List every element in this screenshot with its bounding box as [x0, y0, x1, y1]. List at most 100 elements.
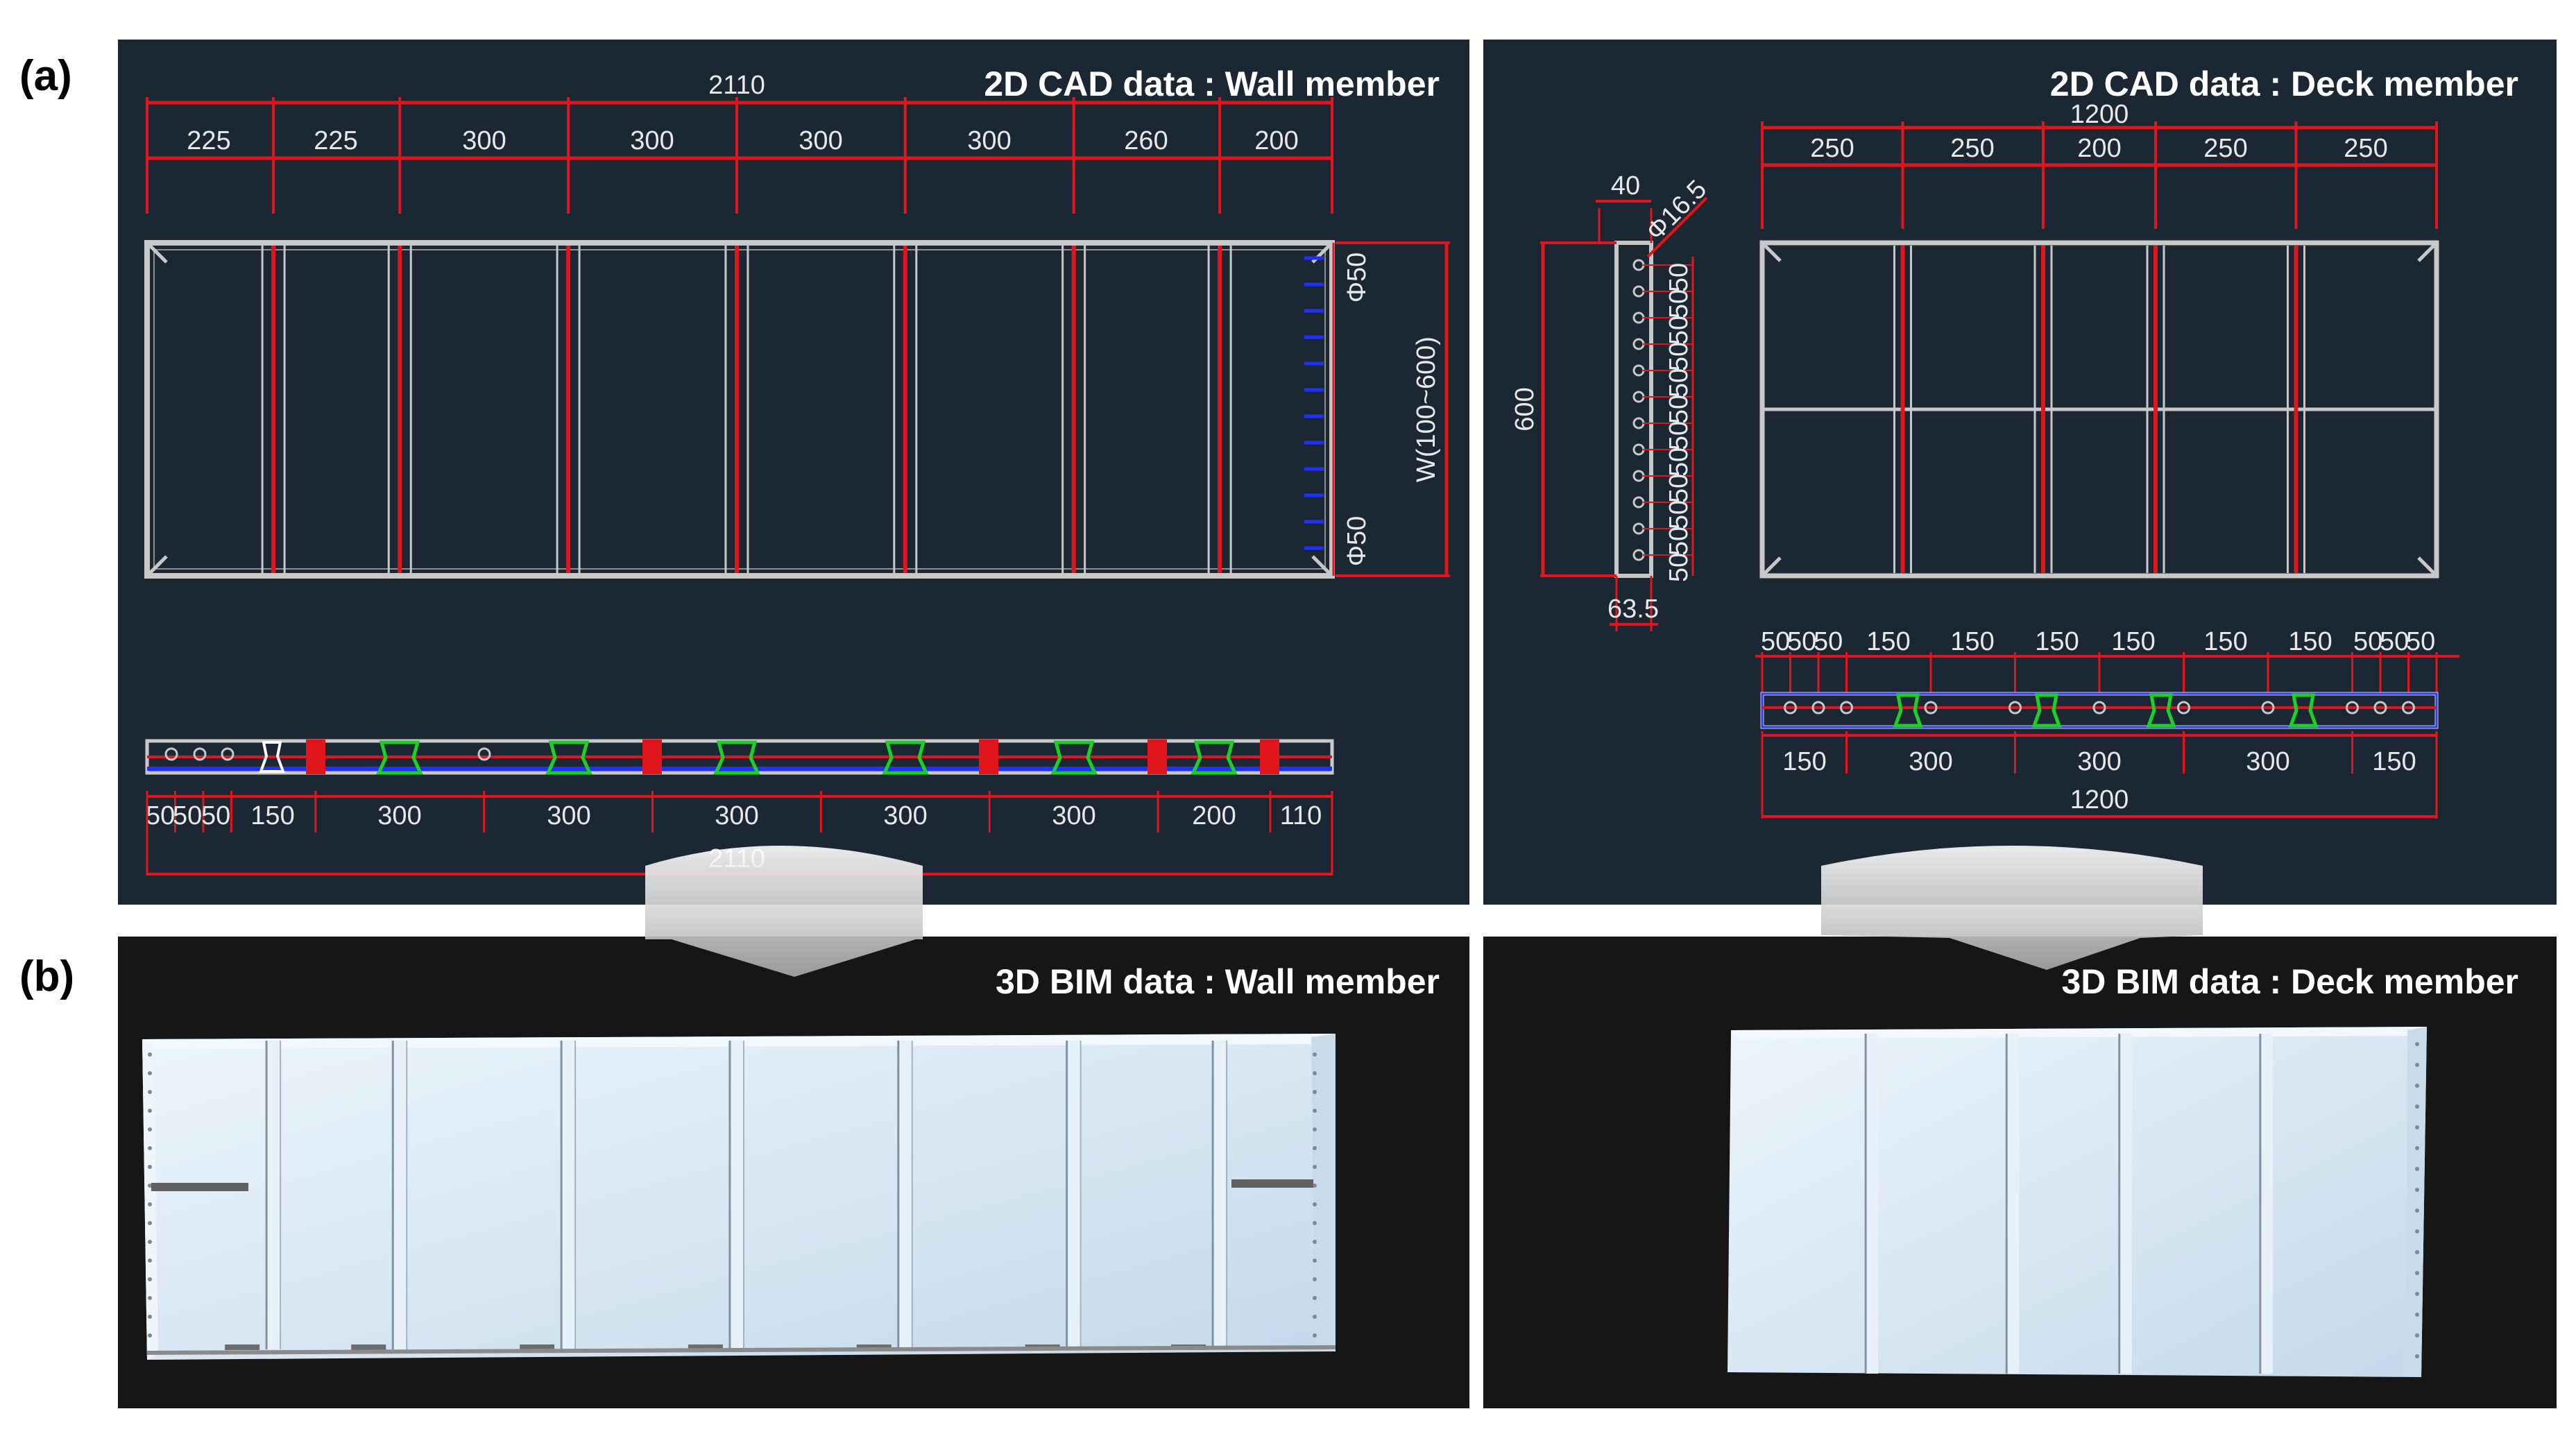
bim-pin-hole: [1313, 1127, 1317, 1132]
rail-hole: [2177, 701, 2190, 715]
bim-pin-hole: [2415, 1229, 2419, 1233]
deck-hole-dim: 50: [2353, 627, 2382, 656]
wall-top-dim: 260: [1124, 126, 1168, 155]
deck-bim-ribs: [1864, 1034, 2419, 1374]
deck-hole-dim: 150: [2035, 627, 2079, 656]
wall-total-top: 2110: [708, 71, 765, 100]
bim-pin-hole: [2415, 1313, 2419, 1317]
deck-hole-dim: 50: [2380, 627, 2409, 656]
rail-green-clamp: [2288, 693, 2319, 728]
bim-rib: [2260, 1034, 2273, 1374]
rail-red-block: [1260, 740, 1279, 774]
deck-top-dim: 250: [2203, 134, 2247, 163]
deck-ribs: [1893, 246, 2305, 573]
bim-pin-hole: [2415, 1271, 2419, 1275]
bim-pin-hole: [2415, 1104, 2419, 1109]
bim-rib: [393, 1041, 407, 1349]
bim-pin-hole: [148, 1277, 152, 1281]
bim-pin-hole: [2415, 1125, 2419, 1129]
rail-hole: [221, 747, 234, 761]
rail-red-block: [1148, 740, 1167, 774]
deck-hole-dim: 150: [2111, 627, 2155, 656]
deck-side-holes: [1632, 259, 1693, 561]
deck-top-dim: 250: [2344, 134, 2387, 163]
rail-green-clamp: [2031, 693, 2062, 728]
deck-top-dim: 250: [1810, 134, 1854, 163]
deck-side-width: 40: [1611, 171, 1640, 200]
wall-bottom-dim: 300: [547, 801, 590, 830]
rail-hole: [1924, 701, 1938, 715]
bim-pin-hole: [1313, 1296, 1317, 1300]
deck-hole-dim: 150: [1950, 627, 1994, 656]
side-pitch-dim: 50: [1664, 553, 1694, 582]
deck-cad-panel: [1483, 40, 2557, 905]
bim-pin-hole: [148, 1333, 152, 1338]
rail-white-clamp: [259, 741, 285, 773]
wall-bottom-dim: 200: [1192, 801, 1236, 830]
wall-top-dim: 225: [187, 126, 230, 155]
wall-bim-ribs: [148, 1041, 1317, 1350]
bim-rib: [2006, 1034, 2020, 1374]
rail-green-clamp: [1191, 740, 1238, 775]
bim-pin-hole: [2415, 1146, 2419, 1150]
deck-top-dim: 250: [1950, 134, 1994, 163]
deck-hole-dims: 50 50 50 150 150 150 150 150 150 50 50 5…: [1761, 627, 2435, 656]
deck-bim-render: 3D BIM data : Deck member: [1728, 962, 2518, 1377]
deck-bottom-dims: 150 300 300 300 150: [1782, 747, 2416, 776]
wall-bim-title: 3D BIM data : Wall member: [996, 962, 1440, 1001]
side-pitch-dim: 50: [1664, 447, 1694, 477]
deck-hole-dim: 50: [1761, 627, 1790, 656]
wall-bottom-dim: 50: [201, 801, 230, 830]
wall-bottom-dims: 50 50 50 150 300 300 300 300 300 200 110: [146, 801, 1322, 830]
deck-rail-parts: [1784, 693, 2415, 728]
bim-pin-hole: [1313, 1052, 1317, 1057]
bim-pin-hole: [148, 1296, 152, 1300]
deck-top-dims: 250 250 200 250 250: [1810, 134, 2387, 163]
panel-label-b: (b): [19, 953, 74, 1000]
bim-pin-hole: [1313, 1146, 1317, 1150]
rail-green-clamp: [545, 740, 592, 775]
bim-pin-hole: [2415, 1063, 2419, 1067]
rail-green-clamp: [2146, 693, 2176, 728]
bim-pin-hole: [2415, 1188, 2419, 1192]
wall-top-dim: 300: [462, 126, 506, 155]
deck-cad-title: 2D CAD data : Deck member: [2050, 65, 2518, 103]
side-pitch-dim: 50: [1664, 263, 1694, 292]
wall-bottom-dim: 50: [146, 801, 175, 830]
wall-top-ticks: [146, 97, 1333, 214]
bim-pin-hole: [2415, 1167, 2419, 1171]
bim-rib: [266, 1041, 281, 1349]
wall-top-dim: 300: [630, 126, 674, 155]
bim-pin-hole: [2415, 1354, 2419, 1358]
bim-pin-hole: [148, 1052, 152, 1057]
side-pitch-dim: 50: [1664, 289, 1694, 318]
rail-hole: [1840, 701, 1853, 715]
bim-pin-hole: [148, 1184, 152, 1188]
bim-rib: [2119, 1034, 2132, 1374]
panel-label-a: (a): [19, 52, 72, 100]
wall-width-label: W(100~600): [1412, 336, 1441, 482]
bim-pin-hole: [1313, 1277, 1317, 1281]
bim-pin-hole: [2415, 1250, 2419, 1254]
bim-pin-hole: [148, 1202, 152, 1206]
wall-cad-panel: [118, 40, 1469, 905]
wall-end-bottom: Φ50: [1342, 516, 1372, 567]
wall-ribs: [261, 246, 1232, 573]
deck-top-dim: 200: [2077, 134, 2121, 163]
deck-hole-dim: 50: [1787, 627, 1816, 656]
bim-pin-hole: [2415, 1084, 2419, 1088]
deck-cad-drawing: 2D CAD data : Deck member 1200 250 250 2…: [1510, 65, 2518, 819]
rail-red-block: [642, 740, 662, 774]
rail-hole: [2008, 701, 2022, 715]
wall-top-dims: 225 225 300 300 300 300 260 200: [187, 126, 1298, 155]
wall-arrow: [645, 846, 923, 977]
deck-arrow: [1821, 846, 2203, 970]
side-pitch-dim: 50: [1664, 368, 1694, 398]
deck-bottom-dim: 150: [2372, 747, 2416, 776]
wall-top-dim: 300: [799, 126, 842, 155]
rail-green-clamp: [376, 740, 423, 775]
bim-rib: [1213, 1041, 1227, 1349]
rail-red-block: [979, 740, 998, 774]
